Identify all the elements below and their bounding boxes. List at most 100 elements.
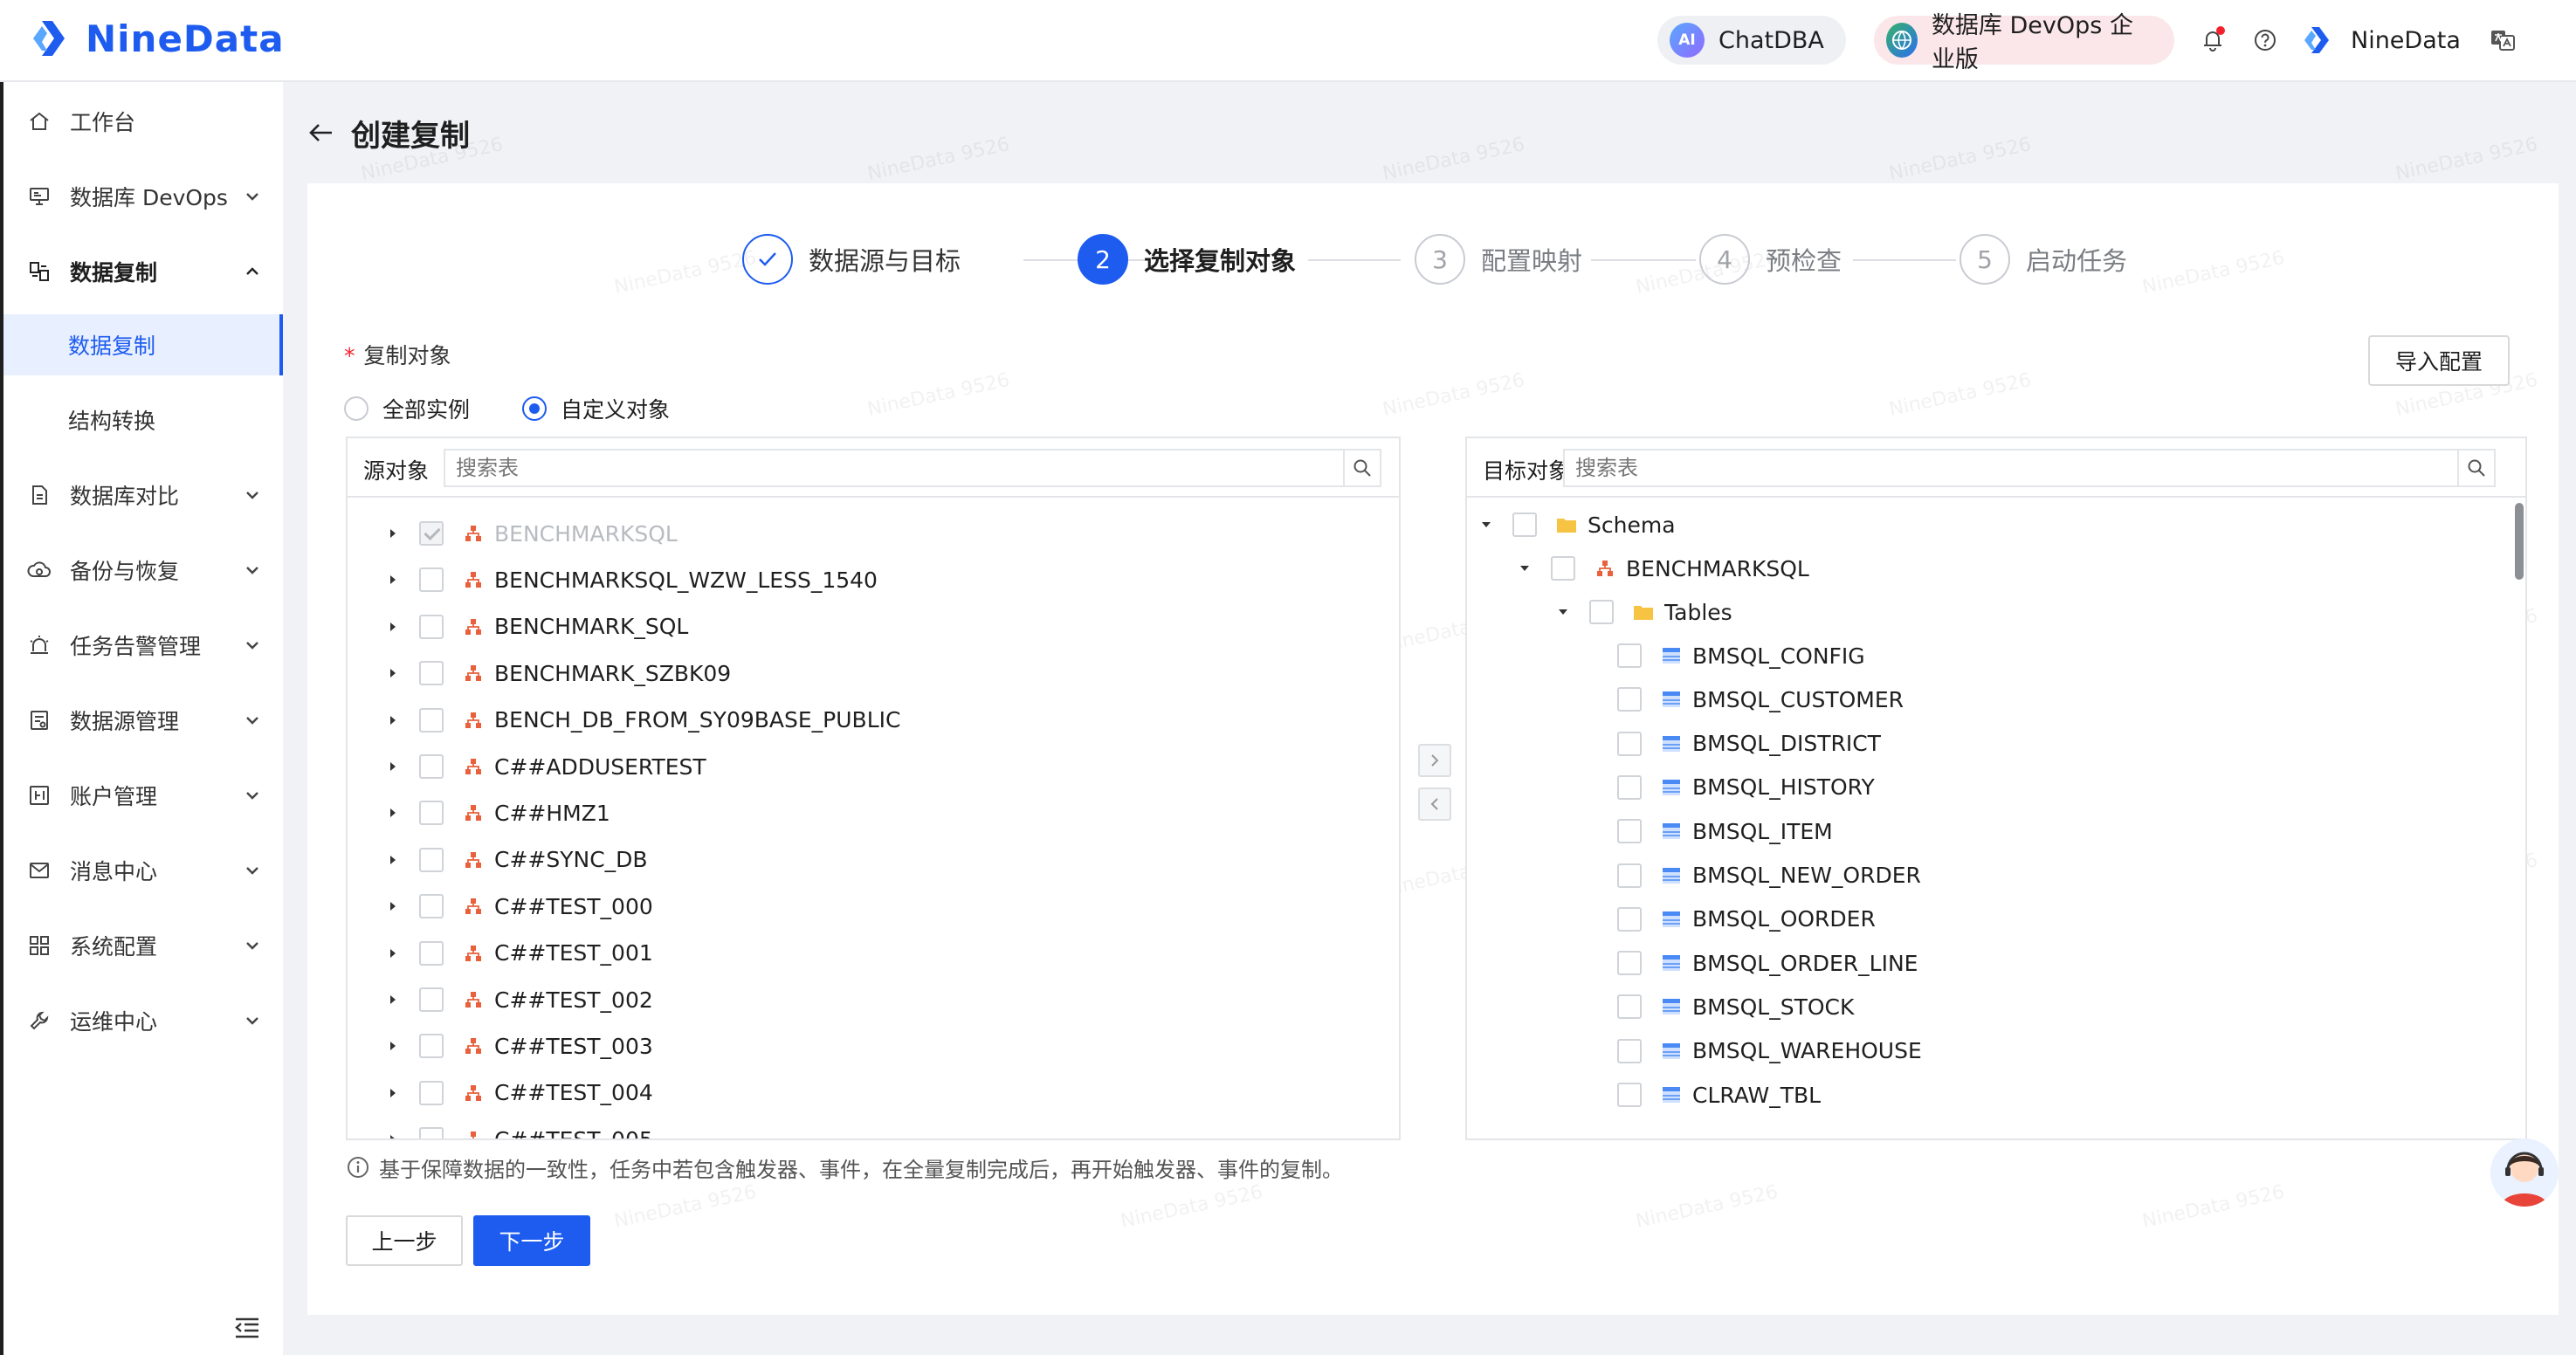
tree-checkbox[interactable] bbox=[1617, 819, 1642, 844]
tree-checkbox[interactable] bbox=[1551, 556, 1575, 581]
target-table-row[interactable]: BMSQL_WAREHOUSE bbox=[1617, 1029, 1922, 1073]
source-tree-row[interactable]: BENCHMARK_SZBK09 bbox=[386, 651, 731, 695]
support-avatar[interactable] bbox=[2490, 1138, 2559, 1207]
prev-step-button[interactable]: 上一步 bbox=[346, 1215, 463, 1266]
caret-right-icon[interactable] bbox=[386, 1132, 400, 1138]
tree-node-schema[interactable]: Schema bbox=[1479, 503, 1676, 547]
source-tree-row[interactable]: C##TEST_002 bbox=[386, 978, 653, 1021]
sidebar-item-system-config[interactable]: 系统配置 bbox=[3, 908, 283, 983]
caret-right-icon[interactable] bbox=[386, 806, 400, 820]
source-tree-row[interactable]: C##TEST_001 bbox=[386, 932, 653, 975]
target-scrollbar-thumb[interactable] bbox=[2515, 503, 2524, 580]
sidebar-item-devops[interactable]: 数据库 DevOps bbox=[3, 159, 283, 234]
logo[interactable]: NineData bbox=[30, 12, 285, 65]
tree-checkbox[interactable] bbox=[1589, 600, 1614, 624]
tree-checkbox[interactable] bbox=[419, 614, 444, 639]
tree-checkbox[interactable] bbox=[419, 661, 444, 686]
source-tree-row[interactable]: C##TEST_004 bbox=[386, 1071, 653, 1115]
tree-checkbox[interactable] bbox=[419, 1080, 444, 1105]
sidebar-item-backup-restore[interactable]: 备份与恢复 bbox=[3, 533, 283, 608]
next-step-button[interactable]: 下一步 bbox=[473, 1215, 590, 1266]
radio-custom-objects[interactable]: 自定义对象 bbox=[522, 391, 670, 426]
caret-right-icon[interactable] bbox=[386, 853, 400, 867]
tree-checkbox[interactable] bbox=[1512, 512, 1537, 537]
target-table-row[interactable]: BMSQL_STOCK bbox=[1617, 985, 1854, 1028]
sidebar-subitem-replication[interactable]: 数据复制 bbox=[3, 314, 283, 375]
caret-right-icon[interactable] bbox=[386, 620, 400, 634]
tree-checkbox[interactable] bbox=[419, 521, 444, 546]
import-config-button[interactable]: 导入配置 bbox=[2368, 335, 2510, 386]
source-search-button[interactable] bbox=[1343, 449, 1381, 487]
tree-checkbox[interactable] bbox=[419, 987, 444, 1012]
tree-checkbox[interactable] bbox=[1617, 951, 1642, 976]
tree-checkbox[interactable] bbox=[419, 847, 444, 872]
step-precheck[interactable]: 4 预检查 bbox=[1699, 232, 1842, 286]
notification-bell-icon[interactable] bbox=[2195, 23, 2230, 58]
tree-node-database[interactable]: BENCHMARKSQL bbox=[1518, 547, 1809, 590]
target-table-row[interactable]: BMSQL_DISTRICT bbox=[1617, 722, 1881, 766]
back-arrow-icon[interactable] bbox=[306, 118, 335, 148]
target-table-row[interactable]: BMSQL_OORDER bbox=[1617, 898, 1876, 941]
sidebar-item-ops-center[interactable]: 运维中心 bbox=[3, 983, 283, 1058]
move-left-button[interactable] bbox=[1418, 788, 1451, 821]
tree-checkbox[interactable] bbox=[419, 894, 444, 919]
source-tree-row[interactable]: C##ADDUSERTEST bbox=[386, 745, 706, 788]
sidebar-item-datasource-management[interactable]: 数据源管理 bbox=[3, 683, 283, 758]
tree-checkbox[interactable] bbox=[1617, 687, 1642, 712]
sidebar-item-replication[interactable]: 数据复制 bbox=[3, 234, 283, 309]
sidebar-item-workbench[interactable]: 工作台 bbox=[3, 84, 283, 159]
caret-down-icon[interactable] bbox=[1479, 518, 1493, 532]
caret-right-icon[interactable] bbox=[386, 899, 400, 913]
devops-edition-button[interactable]: 数据库 DevOps 企业版 bbox=[1874, 12, 2174, 73]
help-icon[interactable] bbox=[2248, 23, 2283, 58]
caret-down-icon[interactable] bbox=[1518, 561, 1532, 575]
tree-checkbox[interactable] bbox=[1617, 731, 1642, 756]
target-table-row[interactable]: BMSQL_NEW_ORDER bbox=[1617, 854, 1921, 898]
target-table-row[interactable]: BMSQL_ORDER_LINE bbox=[1617, 941, 1918, 985]
caret-right-icon[interactable] bbox=[386, 993, 400, 1007]
tree-checkbox[interactable] bbox=[419, 801, 444, 826]
caret-right-icon[interactable] bbox=[386, 946, 400, 960]
source-tree-row[interactable]: C##TEST_003 bbox=[386, 1024, 653, 1068]
tree-checkbox[interactable] bbox=[419, 940, 444, 966]
source-tree-row[interactable]: BENCHMARKSQL_WZW_LESS_1540 bbox=[386, 558, 878, 602]
tree-checkbox[interactable] bbox=[1617, 994, 1642, 1020]
target-table-row[interactable]: BMSQL_CONFIG bbox=[1617, 634, 1865, 678]
tree-checkbox[interactable] bbox=[1617, 863, 1642, 888]
source-tree-row[interactable]: BENCHMARK_SQL bbox=[386, 605, 688, 649]
caret-right-icon[interactable] bbox=[386, 713, 400, 727]
caret-right-icon[interactable] bbox=[386, 666, 400, 680]
sidebar-item-db-compare[interactable]: 数据库对比 bbox=[3, 457, 283, 533]
step-config-mapping[interactable]: 3 配置映射 bbox=[1415, 232, 1582, 286]
caret-right-icon[interactable] bbox=[386, 526, 400, 540]
caret-right-icon[interactable] bbox=[386, 1039, 400, 1053]
tree-checkbox[interactable] bbox=[1617, 774, 1642, 800]
sidebar-subitem-structure-conversion[interactable]: 结构转换 bbox=[3, 389, 283, 451]
sidebar-item-alert-management[interactable]: 任务告警管理 bbox=[3, 608, 283, 683]
source-tree-row[interactable]: BENCHMARKSQL bbox=[386, 512, 678, 555]
move-right-button[interactable] bbox=[1418, 744, 1451, 777]
caret-right-icon[interactable] bbox=[386, 760, 400, 774]
language-switch-icon[interactable] bbox=[2485, 23, 2520, 58]
tree-checkbox[interactable] bbox=[1617, 906, 1642, 932]
tree-checkbox[interactable] bbox=[419, 1034, 444, 1059]
caret-right-icon[interactable] bbox=[386, 573, 400, 587]
tree-checkbox[interactable] bbox=[1617, 1038, 1642, 1063]
tree-checkbox[interactable] bbox=[419, 567, 444, 593]
tree-checkbox[interactable] bbox=[419, 754, 444, 779]
tree-checkbox[interactable] bbox=[1617, 1083, 1642, 1107]
target-table-row[interactable]: BMSQL_CUSTOMER bbox=[1617, 678, 1904, 721]
target-table-row[interactable]: CLRAW_TBL bbox=[1617, 1073, 1821, 1117]
caret-down-icon[interactable] bbox=[1556, 605, 1570, 619]
step-data-source[interactable]: 数据源与目标 bbox=[742, 232, 961, 286]
tree-node-tables[interactable]: Tables bbox=[1556, 590, 1732, 634]
tree-checkbox[interactable] bbox=[419, 707, 444, 733]
chatdba-button[interactable]: AI ChatDBA bbox=[1657, 16, 1846, 65]
target-search-input[interactable] bbox=[1563, 449, 2459, 487]
source-tree-row[interactable]: C##SYNC_DB bbox=[386, 838, 648, 882]
tree-checkbox[interactable] bbox=[1617, 643, 1642, 668]
step-select-objects[interactable]: 2 选择复制对象 bbox=[1078, 232, 1296, 286]
caret-right-icon[interactable] bbox=[386, 1086, 400, 1100]
source-search-input[interactable] bbox=[444, 449, 1345, 487]
sidebar-item-message-center[interactable]: 消息中心 bbox=[3, 833, 283, 908]
